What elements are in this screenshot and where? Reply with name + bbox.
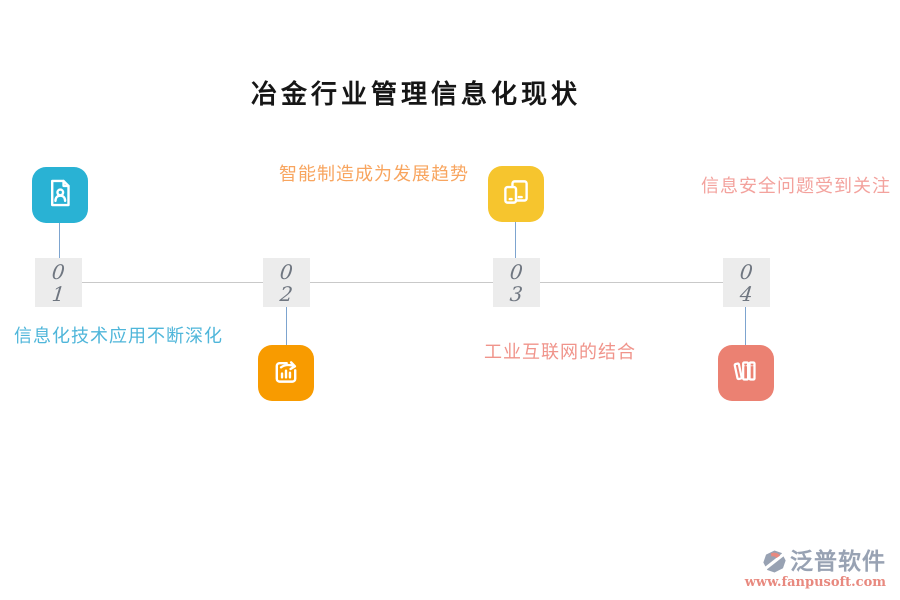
node1-connector-line — [59, 223, 60, 259]
node4-label: 信息安全问题受到关注 — [701, 176, 891, 197]
node2-label: 智能制造成为发展趋势 — [279, 164, 469, 185]
node2-number-box: 0 2 — [263, 258, 310, 307]
page-title: 冶金行业管理信息化现状 — [250, 80, 581, 110]
node3-icon-badge — [488, 166, 544, 222]
fanpu-logo-icon — [761, 549, 788, 574]
node3-number-box: 0 3 — [493, 258, 540, 307]
profile-document-icon — [43, 176, 77, 214]
node1-number-bottom: 1 — [50, 281, 67, 306]
chart-growth-icon — [269, 354, 303, 392]
node3-number-top: 0 — [508, 259, 525, 284]
node4-icon-badge — [718, 345, 774, 401]
timeline-axis — [82, 282, 723, 283]
node1-label: 信息化技术应用不断深化 — [14, 326, 223, 347]
node4-number-top: 0 — [738, 259, 755, 284]
node3-label: 工业互联网的结合 — [484, 342, 636, 363]
node2-number-top: 0 — [278, 259, 295, 284]
node1-number-box: 0 1 — [35, 258, 82, 307]
node2-icon-badge — [258, 345, 314, 401]
node4-connector-line — [745, 307, 746, 345]
node1-icon-badge — [32, 167, 88, 223]
node4-number-bottom: 4 — [738, 281, 755, 306]
node1-number-top: 0 — [50, 259, 67, 284]
brand-website: www.fanpusoft.com — [744, 575, 886, 590]
node3-number-bottom: 3 — [508, 281, 525, 306]
brand-name: 泛普软件 — [790, 548, 886, 575]
node4-number-box: 0 4 — [723, 258, 770, 307]
node3-connector-line — [515, 222, 516, 259]
brand-footer: 泛普软件 www.fanpusoft.com — [745, 549, 886, 590]
devices-icon — [499, 175, 533, 213]
books-icon — [729, 354, 763, 392]
node2-number-bottom: 2 — [278, 281, 295, 306]
node2-connector-line — [286, 307, 287, 345]
